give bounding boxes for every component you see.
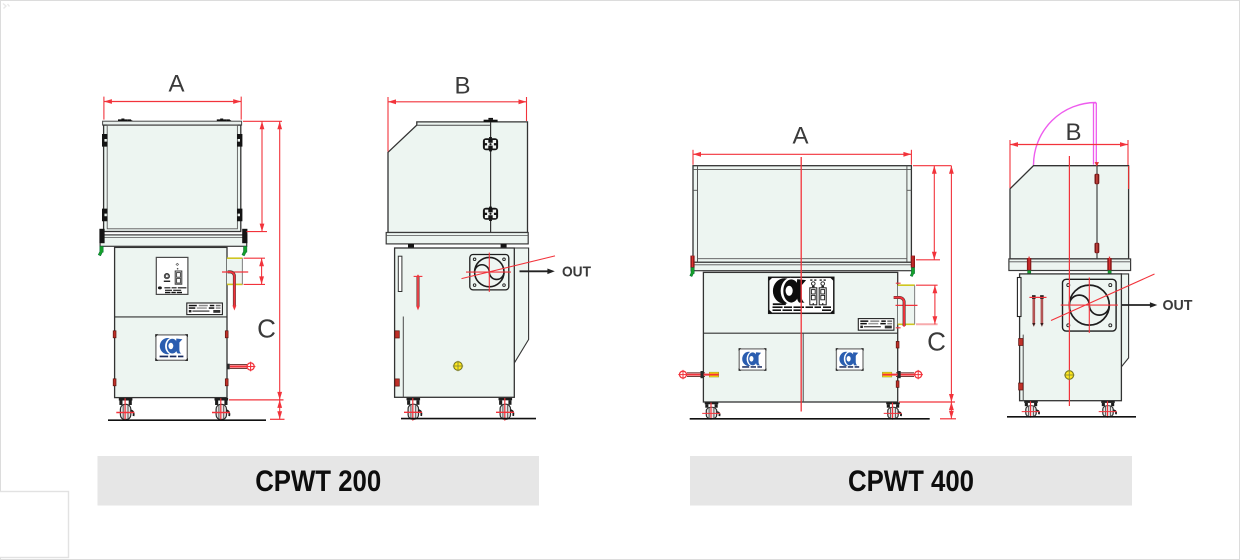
svg-text:OUT: OUT	[562, 264, 591, 281]
svg-text:A: A	[792, 123, 808, 150]
svg-text:B: B	[1065, 119, 1081, 146]
svg-text:CPWT 400: CPWT 400	[848, 465, 974, 498]
svg-text:OUT: OUT	[1163, 297, 1193, 314]
svg-text:A: A	[168, 71, 184, 98]
svg-text:C: C	[257, 314, 276, 344]
svg-text:CPWT 200: CPWT 200	[255, 465, 381, 498]
svg-text:B: B	[454, 73, 470, 100]
svg-text:C: C	[927, 327, 946, 357]
